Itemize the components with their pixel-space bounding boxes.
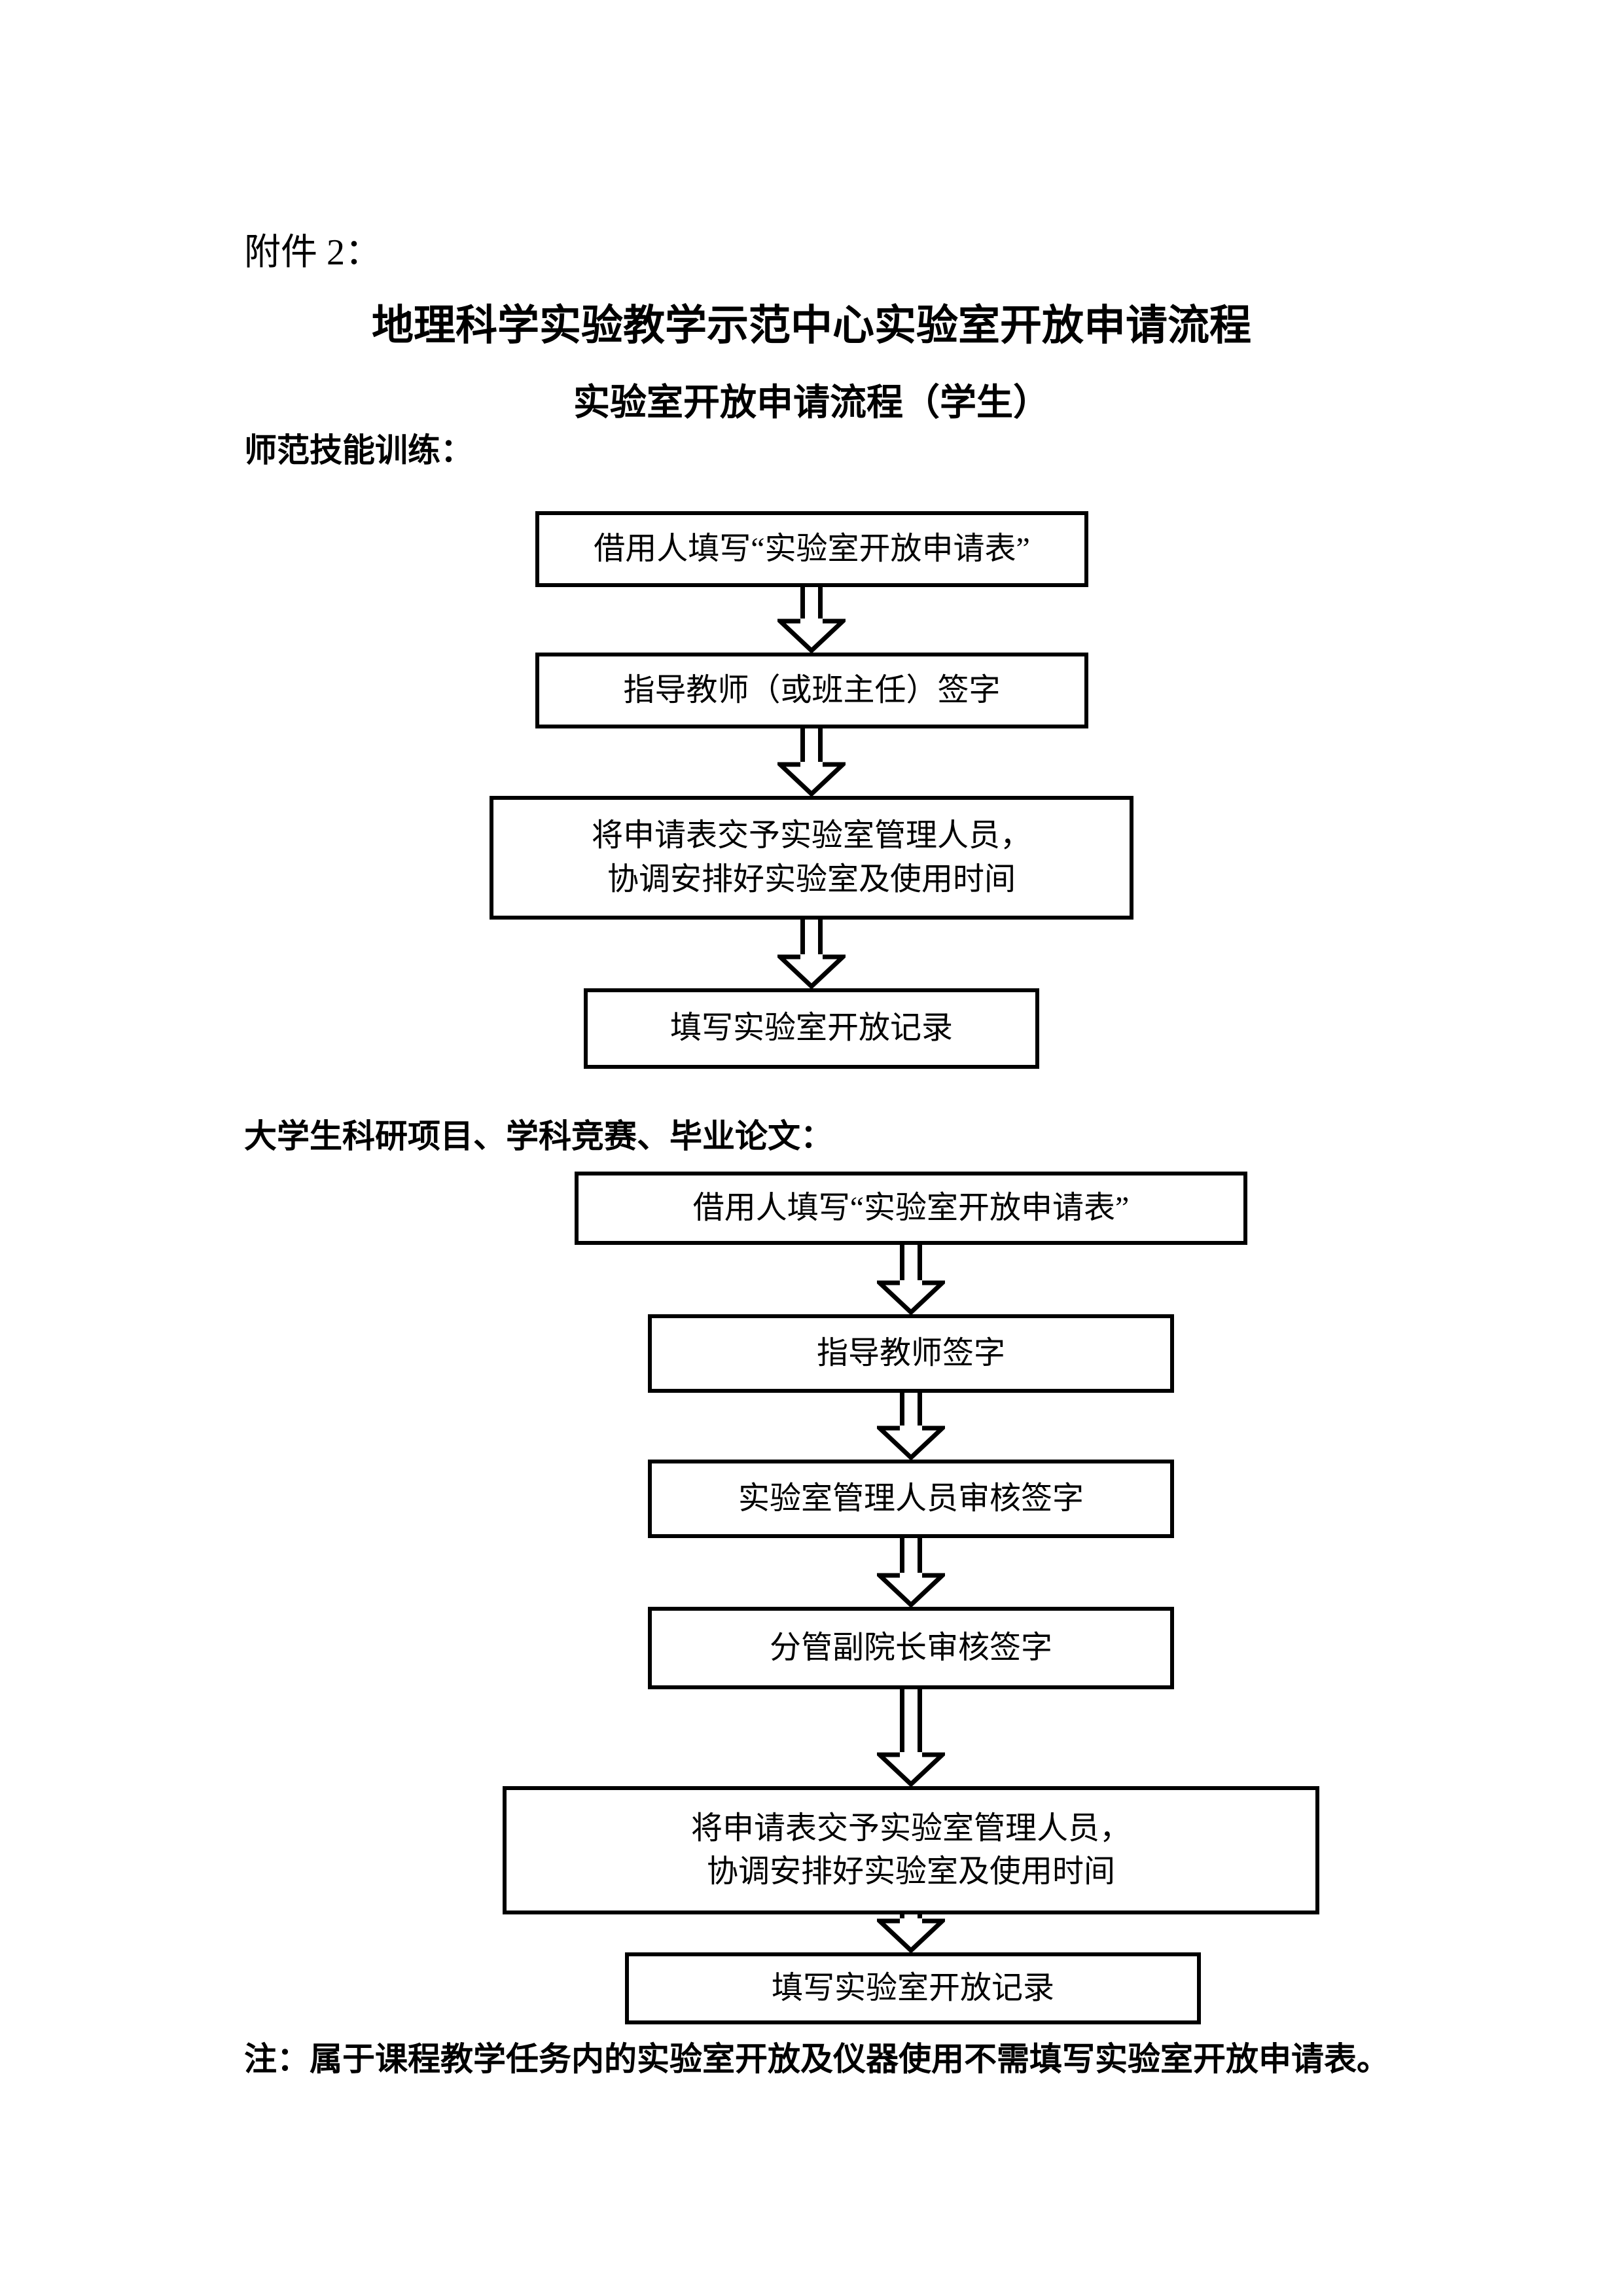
flow-step-box: 借用人填写“实验室开放申请表” bbox=[535, 511, 1088, 587]
section-label-research-projects: 大学生科研项目、学科竞赛、毕业论文： bbox=[244, 1118, 833, 1155]
flow-step-box: 填写实验室开放记录 bbox=[584, 988, 1039, 1069]
arrow-head bbox=[877, 1918, 945, 1952]
flow-step-text: 实验室管理人员审核签字 bbox=[738, 1480, 1084, 1516]
arrow-shaft bbox=[900, 1245, 922, 1280]
flow-step-text: 将申请表交予实验室管理人员， bbox=[690, 1810, 1131, 1846]
flow-step-text: 将申请表交予实验室管理人员， bbox=[591, 818, 1031, 853]
double-down-arrow-icon bbox=[877, 1245, 945, 1314]
double-down-arrow-icon bbox=[877, 1914, 945, 1952]
footnote: 注：属于课程教学任务内的实验室开放及仪器使用不需填写实验室开放申请表。 bbox=[244, 2041, 1389, 2077]
doc-subtitle: 实验室开放申请流程（学生） bbox=[573, 383, 1050, 423]
flow-step-box: 借用人填写“实验室开放申请表” bbox=[575, 1172, 1247, 1245]
double-down-arrow-icon bbox=[877, 1538, 945, 1607]
arrow-head bbox=[877, 1573, 945, 1607]
arrow-shaft bbox=[900, 1393, 922, 1426]
flow-step-box: 分管副院长审核签字 bbox=[648, 1607, 1174, 1689]
flow-step-text: 分管副院长审核签字 bbox=[769, 1630, 1052, 1665]
flow-step-box: 指导教师签字 bbox=[648, 1314, 1174, 1393]
arrow-shaft bbox=[800, 920, 823, 954]
arrow-head bbox=[877, 1752, 945, 1786]
flow-step-box: 填写实验室开放记录 bbox=[625, 1952, 1201, 2024]
arrow-shaft bbox=[900, 1689, 922, 1752]
arrow-shaft bbox=[800, 728, 823, 762]
flow-step-box: 将申请表交予实验室管理人员， 协调安排好实验室及使用时间 bbox=[503, 1786, 1319, 1914]
double-down-arrow-icon bbox=[777, 728, 846, 796]
arrow-shaft bbox=[900, 1914, 922, 1918]
section-label-skills-training: 师范技能训练： bbox=[244, 432, 473, 469]
flow-step-text: 借用人填写“实验室开放申请表” bbox=[594, 531, 1030, 566]
attachment-label: 附件 2： bbox=[244, 232, 382, 273]
double-down-arrow-icon bbox=[777, 920, 846, 988]
flow-step-text: 协调安排好实验室及使用时间 bbox=[607, 861, 1016, 897]
arrow-head bbox=[777, 762, 846, 796]
double-down-arrow-icon bbox=[877, 1393, 945, 1460]
flow-step-text: 指导教师签字 bbox=[816, 1335, 1005, 1371]
flow-step-text: 协调安排好实验室及使用时间 bbox=[706, 1854, 1115, 1889]
flow-step-box: 实验室管理人员审核签字 bbox=[648, 1460, 1174, 1538]
flow-step-box: 将申请表交予实验室管理人员， 协调安排好实验室及使用时间 bbox=[490, 796, 1133, 920]
arrow-head bbox=[877, 1426, 945, 1460]
arrow-head bbox=[777, 954, 846, 988]
flow-step-box: 指导教师（或班主任）签字 bbox=[535, 653, 1088, 728]
flow-step-text: 借用人填写“实验室开放申请表” bbox=[692, 1190, 1130, 1225]
arrow-head bbox=[877, 1280, 945, 1314]
flow-step-text: 指导教师（或班主任）签字 bbox=[623, 672, 1001, 708]
arrow-shaft bbox=[900, 1538, 922, 1573]
flow-step-text: 填写实验室开放记录 bbox=[669, 1011, 953, 1046]
flow-step-text: 填写实验室开放记录 bbox=[771, 1970, 1054, 2005]
arrow-head bbox=[777, 619, 846, 653]
double-down-arrow-icon bbox=[877, 1689, 945, 1786]
doc-title: 地理科学实验教学示范中心实验室开放申请流程 bbox=[372, 302, 1251, 349]
arrow-shaft bbox=[800, 587, 823, 619]
double-down-arrow-icon bbox=[777, 587, 846, 653]
